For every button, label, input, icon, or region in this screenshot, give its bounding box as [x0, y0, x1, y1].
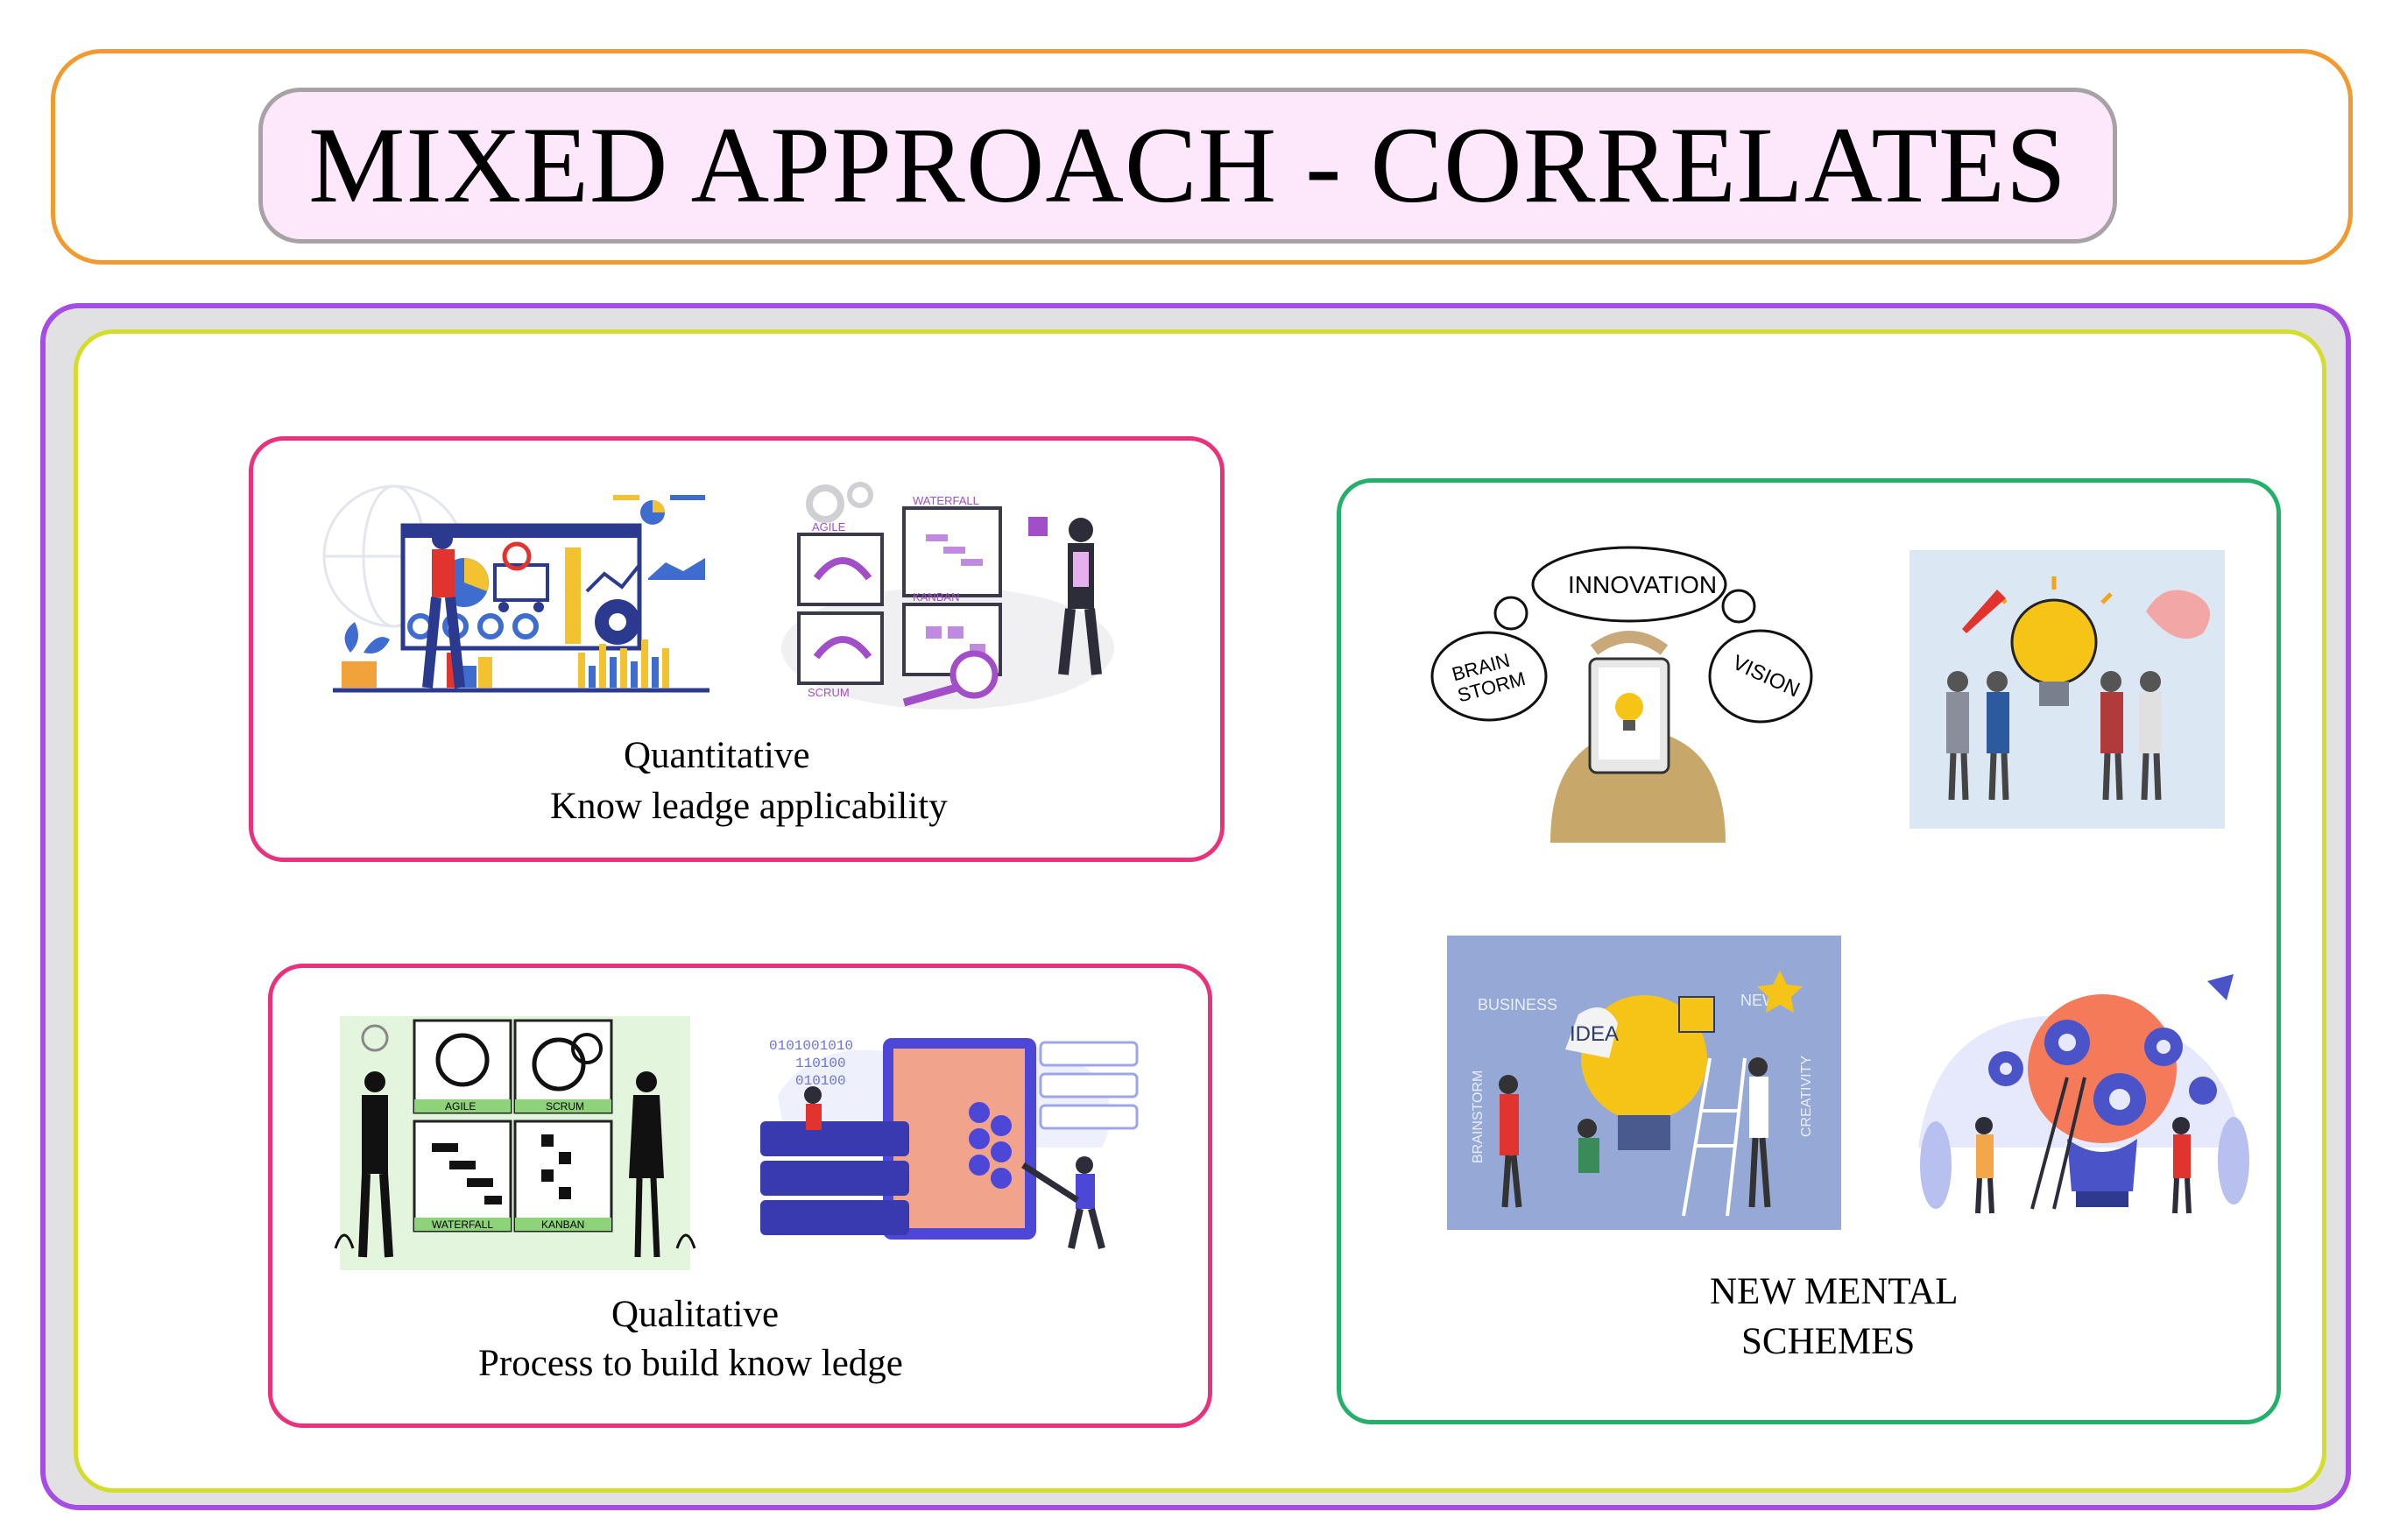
security-data-illustration-icon: 0101001010 110100 010100: [760, 1038, 1139, 1250]
gears-bulb-illustration-icon: [1918, 974, 2249, 1214]
creativity-word: CREATIVITY: [1799, 1056, 1814, 1137]
title-banner: MIXED APPROACH - CORRELATES: [258, 88, 2117, 244]
waterfall-label: WATERFALL: [913, 494, 979, 507]
binary-line-3: 010100: [795, 1073, 846, 1089]
page-title: MIXED APPROACH - CORRELATES: [308, 105, 2067, 225]
business-word: BUSINESS: [1478, 996, 1557, 1014]
agile-label: AGILE: [812, 520, 846, 533]
lightbulb-team-illustration-icon: [1909, 550, 2225, 829]
binary-line-1: 0101001010: [769, 1038, 853, 1054]
scrum-label: SCRUM: [546, 1100, 584, 1113]
idea-word: IDEA: [1570, 1022, 1619, 1046]
methods-chart-illustration-icon: AGILE SCRUM WATERFALL KANBAN: [334, 1016, 696, 1270]
qualitative-subtitle: Process to build know ledge: [478, 1343, 903, 1384]
scrum-label: SCRUM: [808, 686, 850, 699]
kanban-label: KANBAN: [913, 590, 959, 604]
kanban-label: KANBAN: [541, 1219, 584, 1231]
analytics-illustration-icon: [322, 484, 709, 693]
agile-label: AGILE: [445, 1100, 476, 1113]
qualitative-heading: Qualitative: [611, 1294, 780, 1335]
waterfall-label: WATERFALL: [432, 1219, 493, 1231]
new-mental-line-1: NEW MENTAL: [1710, 1271, 1959, 1312]
agile-board-illustration-icon: AGILE WATERFALL SCRUM KANBAN: [781, 482, 1114, 710]
quantitative-subtitle: Know leadge applicability: [550, 786, 948, 827]
quantitative-heading: Quantitative: [624, 735, 810, 776]
innovation-person-illustration-icon: INNOVATION BRAIN STORM VISION: [1430, 546, 1813, 843]
idea-puzzle-illustration-icon: BUSINESS IDEA NEW BRAINSTORM CREATIVITY: [1447, 936, 1841, 1230]
binary-line-2: 110100: [795, 1056, 846, 1071]
new-mental-line-2: SCHEMES: [1741, 1321, 1916, 1362]
innovation-word: INNOVATION: [1568, 571, 1717, 598]
brainstorm-word: BRAINSTORM: [1471, 1070, 1486, 1163]
